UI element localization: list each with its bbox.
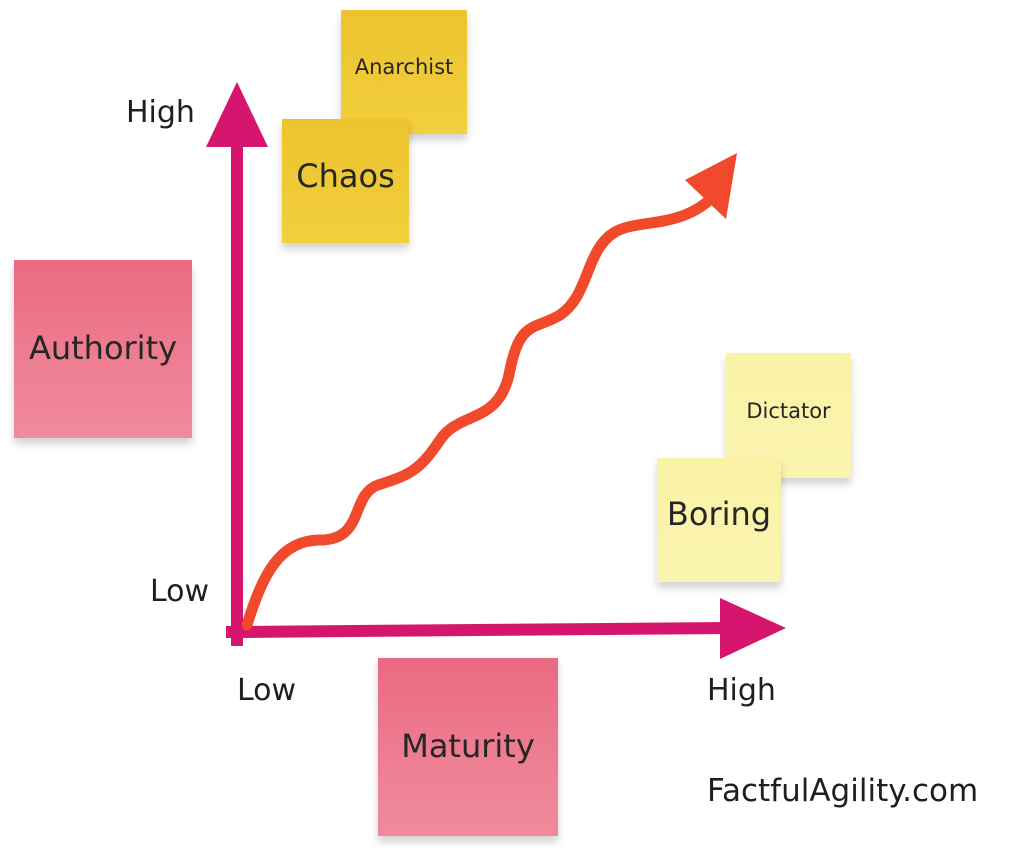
trend-arrowhead [685,153,737,219]
dictator-label: Dictator [746,399,831,423]
boring-label: Boring [666,495,772,534]
dictator-note: Dictator [726,353,851,478]
x-axis-high-label: High [707,673,776,708]
y-axis-title: Authority [28,329,178,368]
y-axis-high-label: High [126,95,195,130]
y-axis-title-note: Authority [14,260,192,438]
chaos-label: Chaos [296,157,395,196]
x-axis-arrowhead [720,598,786,659]
x-axis-low-label: Low [237,673,297,708]
x-axis-line [225,621,732,639]
site-watermark: FactfulAgility.com [707,773,979,809]
y-axis-low-label: Low [150,574,210,609]
chaos-note: Chaos [282,119,409,243]
x-axis-title-note: Maturity [378,658,558,836]
anarchist-label: Anarchist [354,55,454,79]
y-axis-arrowhead [206,82,268,147]
boring-note: Boring [657,458,781,582]
trend-curve [241,189,721,631]
x-axis-title: Maturity [401,727,535,766]
anarchist-note: Anarchist [341,10,467,134]
